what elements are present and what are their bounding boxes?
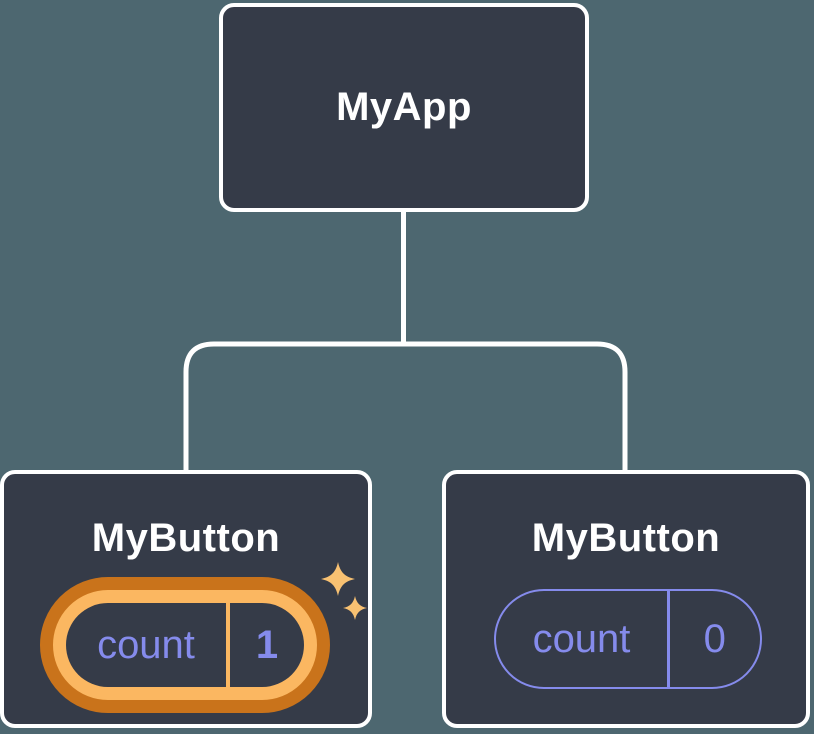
sparkles-icon — [321, 562, 367, 620]
state-value: 1 — [255, 622, 279, 667]
state-value: 0 — [703, 616, 726, 661]
child-node-label: MyButton — [531, 516, 721, 560]
state-key-label: count — [532, 616, 631, 661]
state-pill-body: count 1 — [66, 603, 304, 687]
child-node-label: MyButton — [91, 516, 281, 560]
state-pill-divider — [667, 591, 670, 687]
mybutton-node-left: MyButton count 1 — [0, 470, 372, 728]
sparkle-small-icon — [343, 596, 367, 620]
state-pill-highlighted: count 1 — [40, 577, 330, 713]
state-pill: count 0 — [494, 589, 762, 689]
state-pill-divider — [226, 603, 230, 687]
sparkle-large-icon — [321, 562, 355, 596]
edge-branch — [183, 341, 628, 472]
root-node-label: MyApp — [336, 85, 472, 129]
mybutton-node-right: MyButton count 0 — [442, 470, 810, 728]
state-key-label: count — [97, 622, 195, 667]
myapp-node: MyApp — [219, 3, 589, 212]
